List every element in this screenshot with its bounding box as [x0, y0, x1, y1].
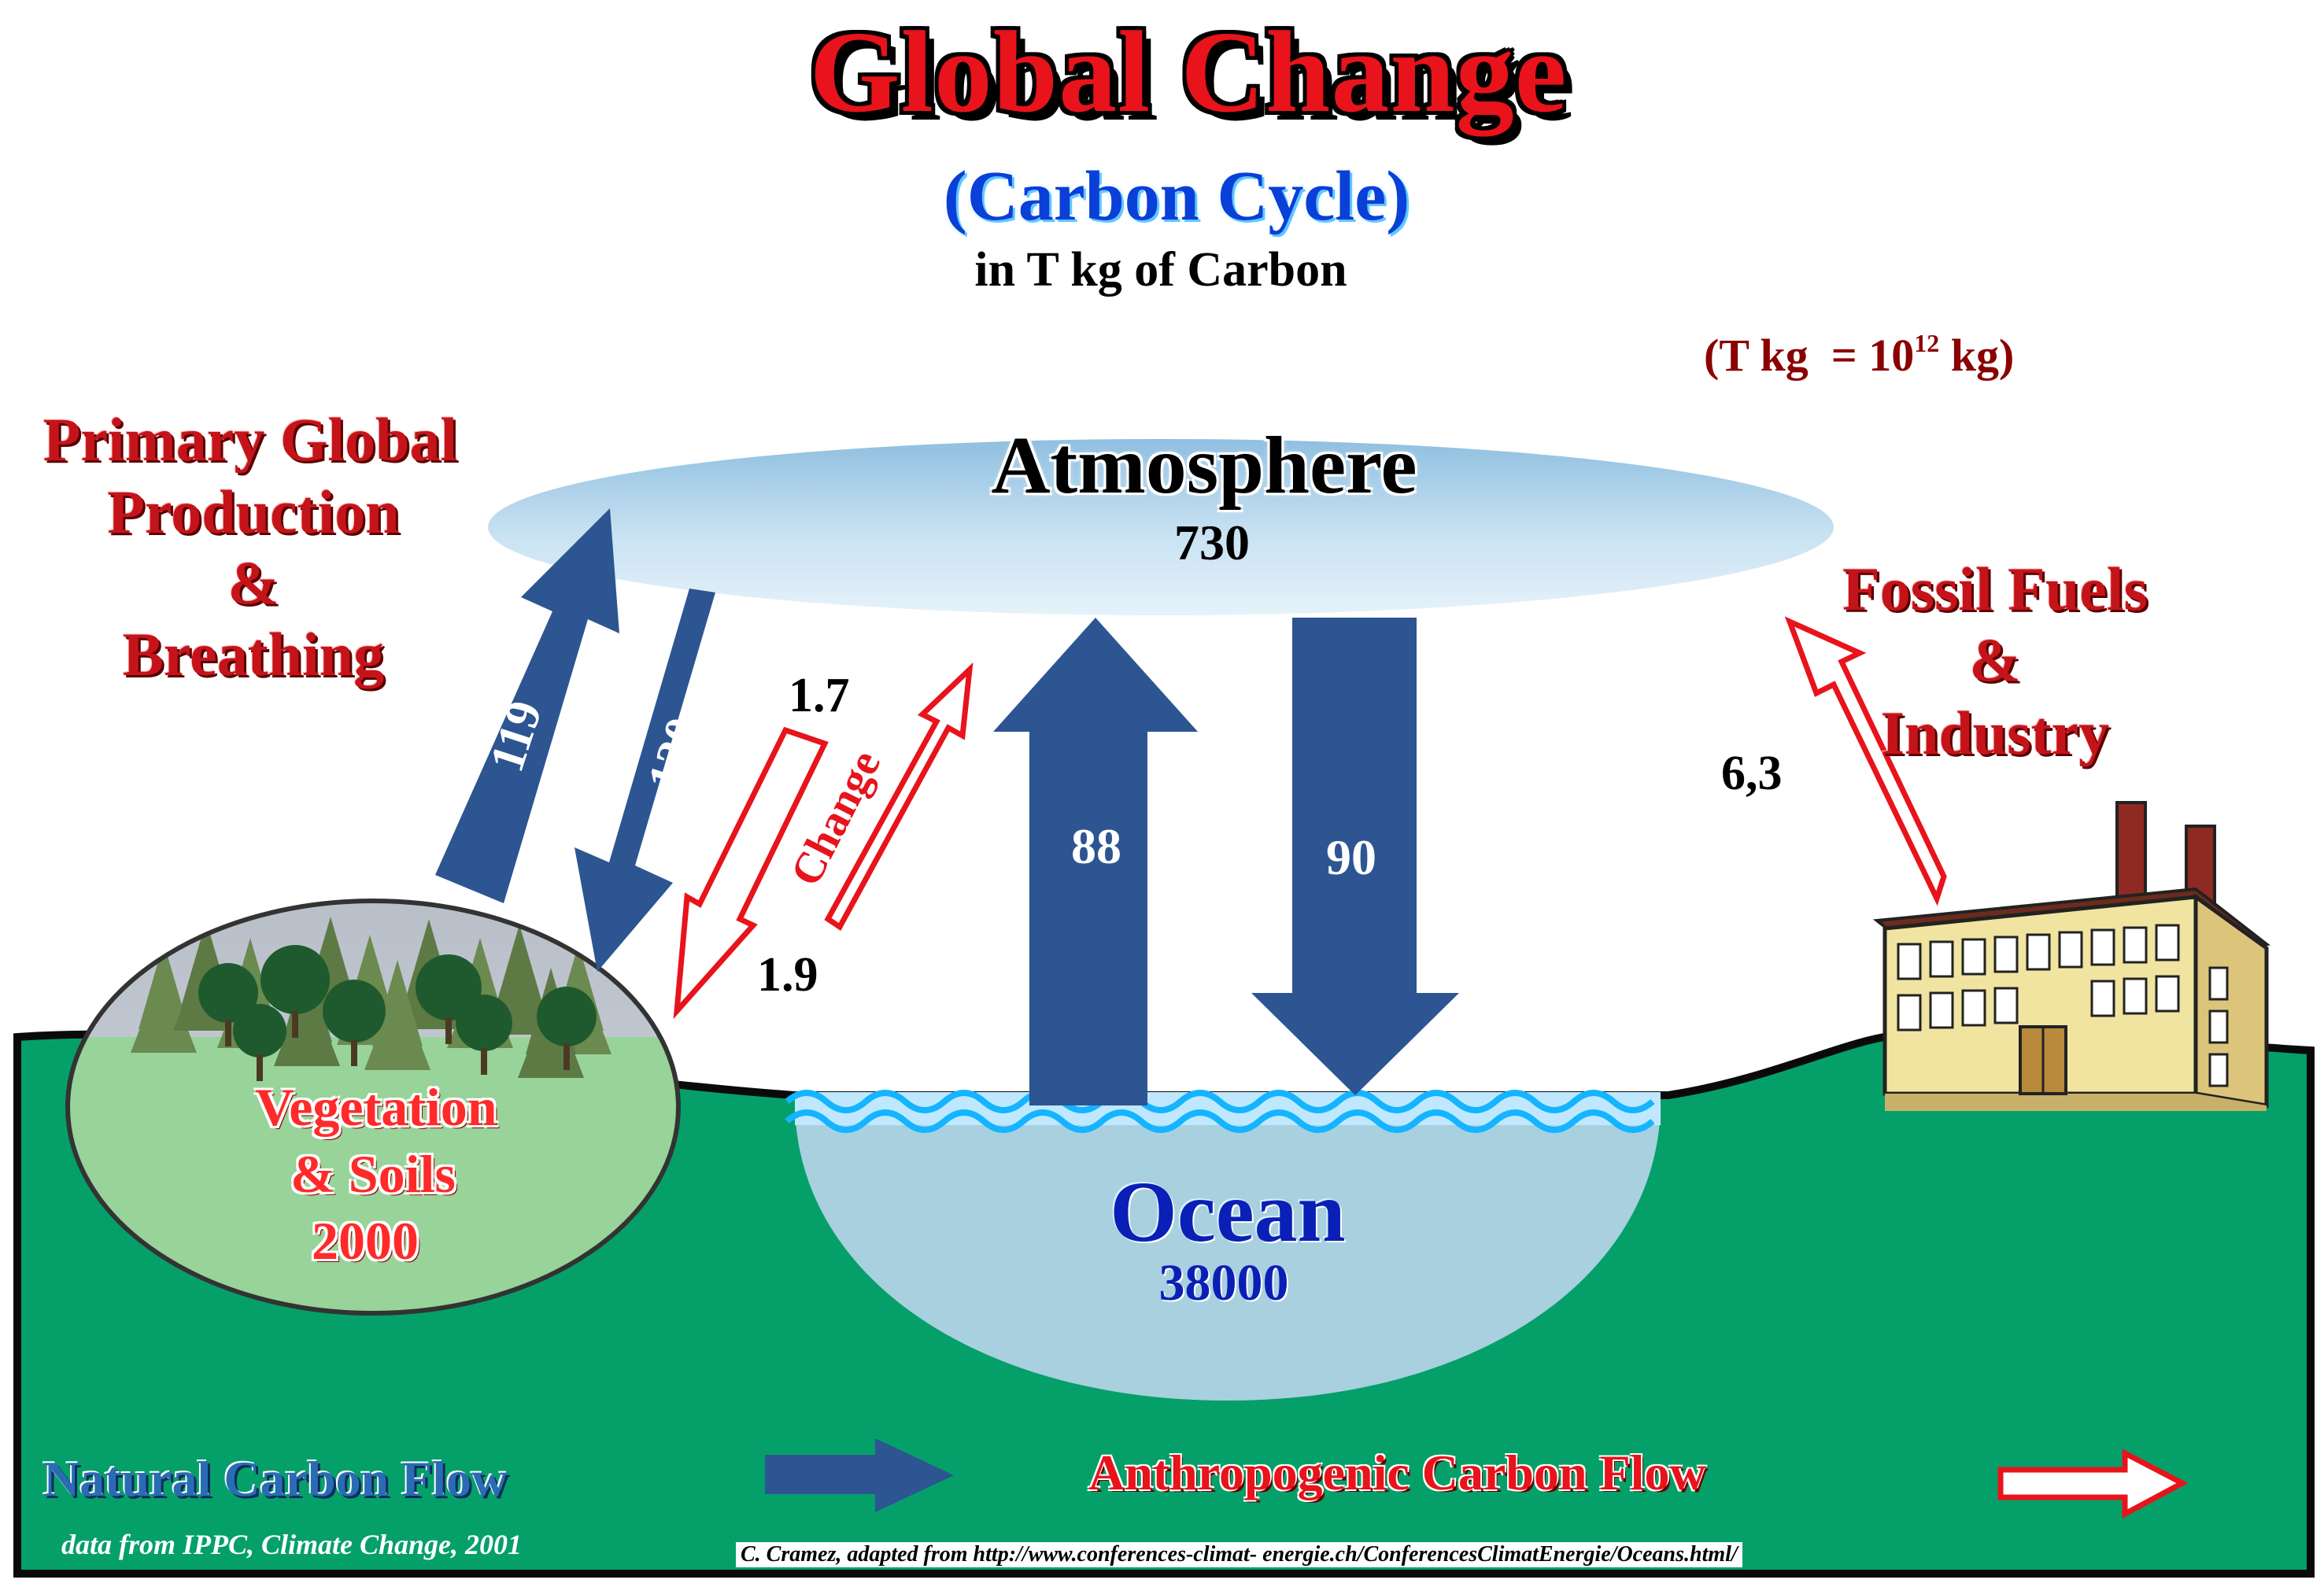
change-down-value: 1.9: [757, 948, 818, 1002]
broadleaf-tree: [198, 963, 258, 1023]
vegetation-label-line-2: & Soils: [290, 1144, 456, 1204]
anthropogenic-flow-arrows: [673, 616, 2189, 1519]
left-heading-line-4: Breathing: [122, 620, 385, 688]
vegetation-value: 2000: [312, 1211, 419, 1271]
right-heading-line-1: Fossil Fuels: [1842, 555, 2148, 623]
left-heading-line-2: Production: [107, 478, 400, 546]
factory-window: [2155, 975, 2180, 1013]
atmosphere-cloud: [488, 439, 1834, 615]
tree-trunk: [445, 1017, 452, 1044]
tree-trunk: [481, 1048, 487, 1075]
forest: [131, 917, 611, 1081]
factory-window: [1993, 987, 2019, 1024]
broadleaf-tree: [537, 987, 597, 1046]
arrow-vegetation-to-atmosphere: [435, 508, 619, 903]
factory-window: [1993, 936, 2019, 973]
broadleaf-tree: [456, 995, 512, 1051]
tree-trunk: [351, 1039, 357, 1066]
tree-trunk: [257, 1054, 263, 1081]
arrow-ocean-to-atmosphere: [993, 618, 1198, 1105]
factory-windows: [1897, 924, 2229, 1087]
ocean-waves: [785, 1090, 1655, 1133]
tree-trunk: [563, 1043, 570, 1070]
arrow-change-up: [824, 662, 974, 932]
factory-window: [2026, 933, 2051, 971]
fossil-value: 6,3: [1721, 747, 1783, 800]
factory-window: [2123, 977, 2148, 1015]
legend-anthropogenic-arrow: [1997, 1449, 2189, 1519]
ocean-label: Ocean: [1110, 1164, 1346, 1260]
broadleaf-tree: [323, 980, 386, 1043]
factory-window: [2123, 926, 2148, 964]
natural-flow-arrows: [435, 508, 1459, 1512]
data-source-credit: data from IPPC, Climate Change, 2001: [61, 1529, 523, 1560]
right-heading-line-2: &: [1969, 626, 2021, 694]
flow-120: 120: [637, 711, 711, 797]
left-heading-line-1: Primary Global: [42, 405, 458, 474]
factory-window: [1897, 943, 1922, 980]
factory-window: [2208, 966, 2229, 1001]
atmosphere-value: 730: [1174, 515, 1250, 570]
legend-anthropogenic-label: Anthropogenic Carbon Flow: [1088, 1445, 1706, 1500]
unit-definition: (T kg = 1012 kg): [1704, 330, 2014, 378]
factory-window: [2090, 980, 2115, 1017]
flow-90: 90: [1326, 829, 1376, 885]
unit-definition-suffix: kg): [1939, 330, 2015, 381]
tree-trunk: [292, 1011, 298, 1038]
ocean-value: 38000: [1158, 1254, 1289, 1312]
flow-88: 88: [1071, 818, 1121, 874]
page-title: Global Change: [809, 8, 1568, 137]
arrow-atmosphere-to-ocean: [1251, 618, 1459, 1095]
factory-window: [1929, 991, 1954, 1029]
legend-natural-label: Natural Carbon Flow: [43, 1451, 508, 1507]
factory-window: [1897, 994, 1922, 1032]
ocean-basin: [795, 1102, 1661, 1401]
arrow-change-down: [673, 726, 829, 1020]
factory-window: [1929, 940, 1954, 978]
right-heading-line-3: Industry: [1880, 699, 2110, 767]
author-credit: C. Cramez, adapted from http://www.confe…: [736, 1542, 1742, 1567]
factory-window: [2090, 928, 2115, 966]
left-heading-line-3: &: [227, 548, 279, 617]
broadleaf-tree: [233, 1004, 286, 1057]
unit-definition-exponent: 12: [1914, 329, 1940, 357]
tree-trunk: [225, 1020, 231, 1046]
subtitle: (Carbon Cycle): [943, 157, 1410, 235]
conifer-tree: [364, 960, 430, 1070]
factory-window: [1961, 989, 1986, 1027]
vegetation-label-line-1: Vegetation: [255, 1077, 497, 1137]
arrow-atmosphere-to-vegetation: [575, 589, 715, 972]
factory-window: [2208, 1009, 2229, 1044]
factory-window: [2155, 924, 2180, 961]
units-line: in T kg of Carbon: [974, 243, 1347, 297]
unit-definition-prefix: (T kg = 10: [1704, 330, 1915, 381]
factory-window: [1961, 938, 1986, 976]
atmosphere-label: Atmosphere: [991, 420, 1417, 511]
factory-building: [1872, 801, 2271, 1111]
arrow-fossil-fuels: [1784, 616, 1947, 906]
legend-natural-arrow: [765, 1438, 954, 1512]
factory-window: [2058, 931, 2083, 969]
change-up-value: 1.7: [789, 669, 850, 722]
broadleaf-tree: [260, 945, 330, 1014]
factory-window: [2208, 1053, 2229, 1087]
